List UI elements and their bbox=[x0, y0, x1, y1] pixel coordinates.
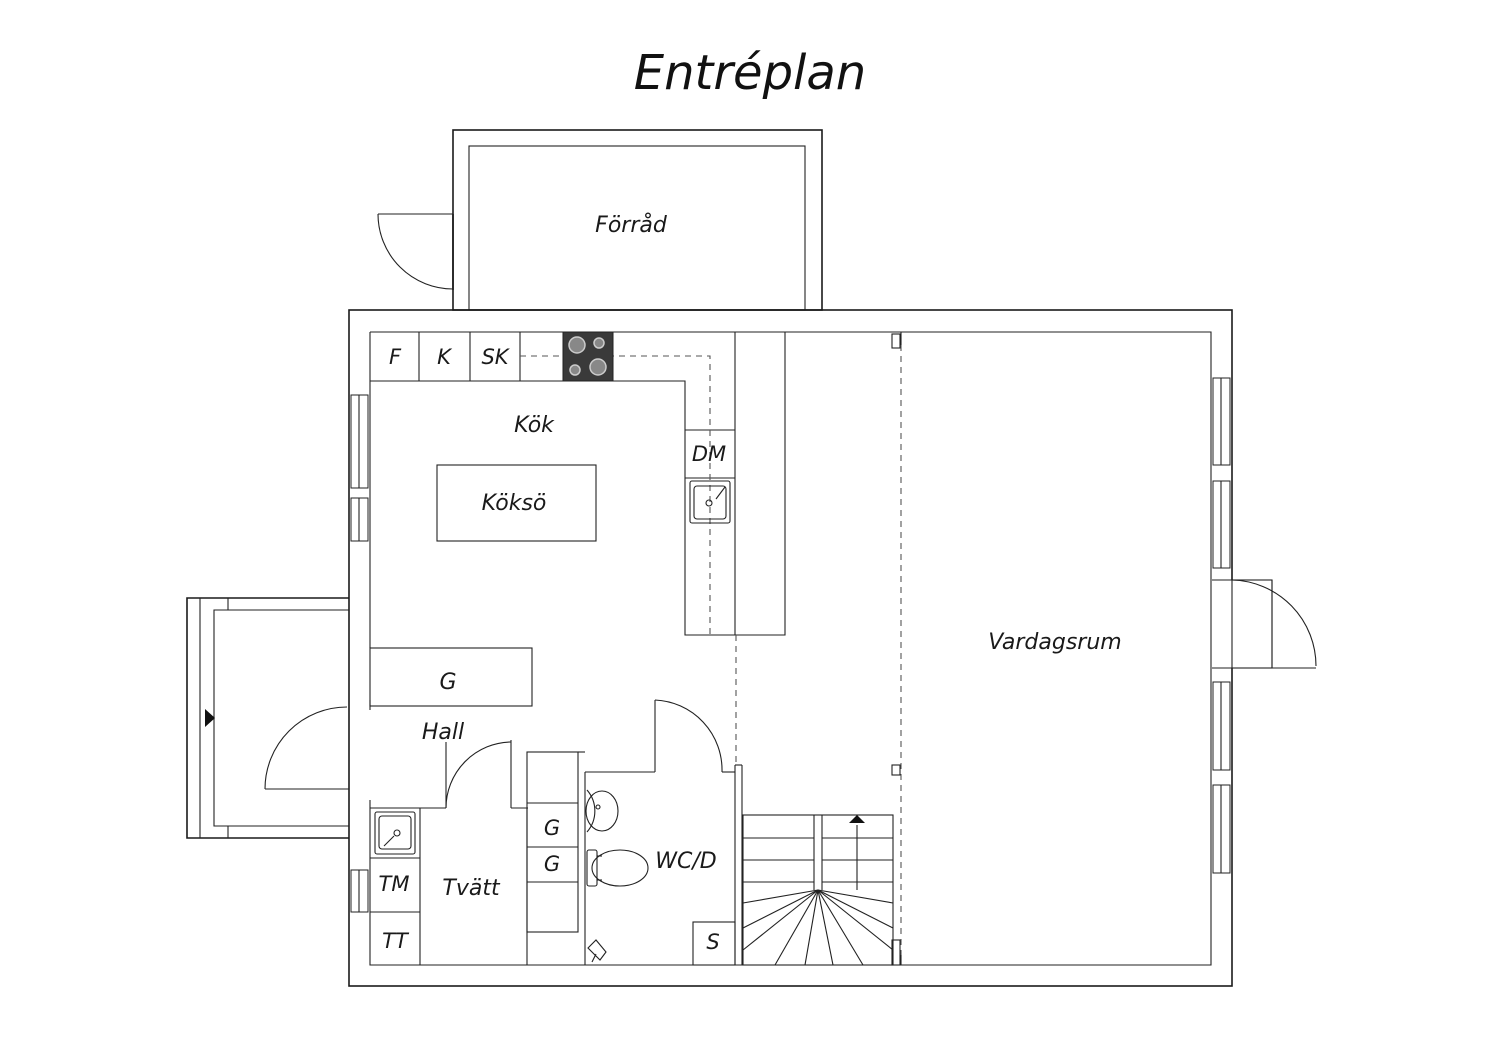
room-label-hall: Hall bbox=[422, 720, 464, 745]
storage-door bbox=[377, 213, 454, 290]
fixture-label-g-lower: G bbox=[544, 852, 560, 876]
toilet-icon bbox=[586, 849, 649, 887]
fixture-label-k: K bbox=[437, 345, 453, 369]
hall-wardrobe bbox=[369, 647, 533, 707]
washbasin-icon bbox=[585, 789, 619, 833]
room-label-wcd: WC/D bbox=[655, 849, 716, 874]
entrance-porch bbox=[186, 597, 349, 839]
room-label-vardagsrum: Vardagsrum bbox=[988, 630, 1121, 655]
wc-room bbox=[584, 764, 743, 966]
fixture-label-s: S bbox=[706, 930, 719, 954]
fixture-label-g-hall: G bbox=[439, 670, 456, 695]
room-label-forrad: Förråd bbox=[595, 212, 668, 238]
laundry-door bbox=[445, 741, 512, 809]
fixture-label-f: F bbox=[389, 345, 402, 369]
living-room-door bbox=[1212, 579, 1317, 669]
kitchen-windows bbox=[350, 394, 369, 913]
fixture-label-tt: TT bbox=[382, 929, 410, 953]
fixture-label-tm: TM bbox=[379, 872, 410, 896]
stair-direction-arrow-icon bbox=[849, 815, 865, 823]
kitchen-island bbox=[436, 464, 597, 542]
fixture-label-dm: DM bbox=[692, 442, 726, 466]
staircase bbox=[742, 814, 894, 966]
kitchen-sink-icon bbox=[689, 480, 731, 524]
shower-head-icon bbox=[587, 939, 607, 963]
room-label-koksö: Köksö bbox=[482, 491, 547, 516]
stove-icon bbox=[562, 331, 614, 382]
room-label-tvatt: Tvätt bbox=[442, 876, 501, 901]
fixture-label-g-upper: G bbox=[544, 816, 560, 840]
wc-door bbox=[654, 699, 723, 773]
fixture-label-sk: SK bbox=[481, 345, 510, 369]
living-room-windows bbox=[1212, 377, 1231, 874]
entrance-arrow-icon bbox=[205, 709, 215, 727]
laundry-sink-icon bbox=[374, 811, 416, 855]
room-label-kok: Kök bbox=[514, 413, 555, 438]
closets bbox=[526, 751, 585, 933]
main-entrance-door bbox=[264, 706, 349, 790]
plan-title: Entréplan bbox=[634, 45, 866, 101]
